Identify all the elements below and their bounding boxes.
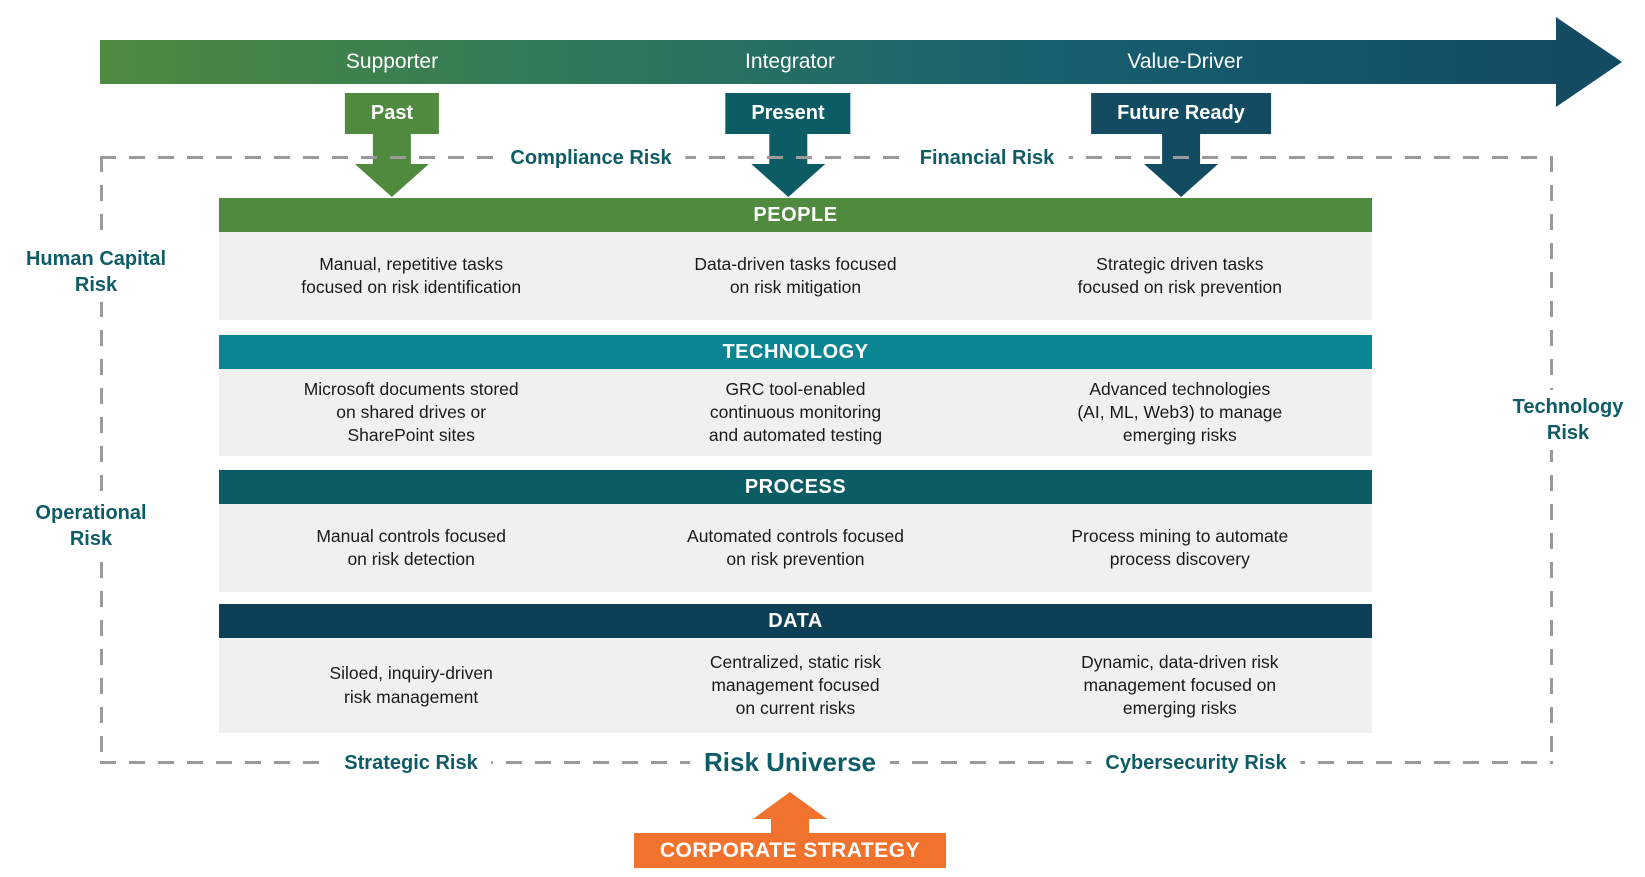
matrix-cell: Centralized, static risk management focu… — [709, 651, 882, 719]
maturity-arrow-head-icon — [1556, 17, 1622, 107]
phase-past-label: Past — [344, 93, 440, 134]
matrix-cell: Dynamic, data-driven risk management foc… — [1081, 651, 1279, 719]
down-arrow-icon — [373, 134, 411, 164]
section-body-technology: Microsoft documents stored on shared dri… — [219, 369, 1372, 456]
matrix-section-process: PROCESS Manual controls focused on risk … — [219, 470, 1372, 592]
matrix-cell: Manual controls focused on risk detectio… — [316, 525, 507, 569]
phase-present-label: Present — [725, 93, 851, 134]
stage-label-value-driver: Value-Driver — [1127, 50, 1243, 73]
matrix-cell: GRC tool-enabled continuous monitoring a… — [708, 378, 883, 446]
matrix-cell: Advanced technologies (AI, ML, Web3) to … — [1077, 378, 1283, 446]
matrix-cell: Data-driven tasks focused on risk mitiga… — [694, 253, 897, 297]
up-arrow-stem-icon — [771, 819, 809, 834]
phase-future-ready: Future Ready — [1091, 93, 1271, 197]
down-arrow-icon — [1162, 134, 1200, 164]
risk-label-operational: Operational Risk — [21, 496, 161, 556]
matrix-cell: Process mining to automate process disco… — [1071, 525, 1289, 569]
risk-label-technology: Technology Risk — [1498, 390, 1638, 450]
risk-label-cybersecurity: Cybersecurity Risk — [1091, 746, 1301, 780]
section-header-data: DATA — [219, 604, 1372, 638]
risk-label-risk-universe: Risk Universe — [690, 742, 890, 784]
up-arrow-icon — [753, 792, 827, 819]
section-body-people: Manual, repetitive tasks focused on risk… — [219, 232, 1372, 320]
risk-label-strategic: Strategic Risk — [330, 746, 492, 780]
stage-label-integrator: Integrator — [745, 50, 835, 73]
phase-future-ready-label: Future Ready — [1091, 93, 1271, 134]
section-body-data: Siloed, inquiry-driven risk management C… — [219, 638, 1372, 733]
down-arrow-icon — [769, 134, 807, 164]
stage-label-supporter: Supporter — [345, 50, 439, 73]
matrix-cell: Automated controls focused on risk preve… — [687, 525, 904, 569]
risk-label-compliance: Compliance Risk — [496, 141, 686, 175]
down-arrow-head-icon — [355, 164, 429, 197]
risk-boundary-right — [1550, 156, 1553, 764]
matrix-cell: Strategic driven tasks focused on risk p… — [1077, 253, 1282, 297]
matrix-section-data: DATA Siloed, inquiry-driven risk managem… — [219, 604, 1372, 733]
down-arrow-head-icon — [751, 164, 825, 197]
phase-present: Present — [725, 93, 851, 197]
matrix-section-technology: TECHNOLOGY Microsoft documents stored on… — [219, 335, 1372, 456]
section-header-process: PROCESS — [219, 470, 1372, 504]
maturity-arrow-band — [100, 40, 1557, 84]
risk-label-financial: Financial Risk — [905, 141, 1069, 175]
matrix-cell: Siloed, inquiry-driven risk management — [329, 663, 493, 707]
risk-boundary-top — [100, 156, 1553, 159]
matrix-cell: Manual, repetitive tasks focused on risk… — [301, 253, 522, 297]
risk-boundary-left — [100, 156, 103, 764]
section-header-people: PEOPLE — [219, 198, 1372, 232]
down-arrow-head-icon — [1144, 164, 1218, 197]
matrix-cell: Microsoft documents stored on shared dri… — [303, 378, 519, 446]
matrix-section-people: PEOPLE Manual, repetitive tasks focused … — [219, 198, 1372, 320]
section-header-technology: TECHNOLOGY — [219, 335, 1372, 369]
risk-label-human-capital: Human Capital Risk — [11, 242, 181, 302]
phase-past: Past — [344, 93, 440, 197]
corporate-strategy-box: CORPORATE STRATEGY — [634, 833, 946, 868]
section-body-process: Manual controls focused on risk detectio… — [219, 504, 1372, 592]
